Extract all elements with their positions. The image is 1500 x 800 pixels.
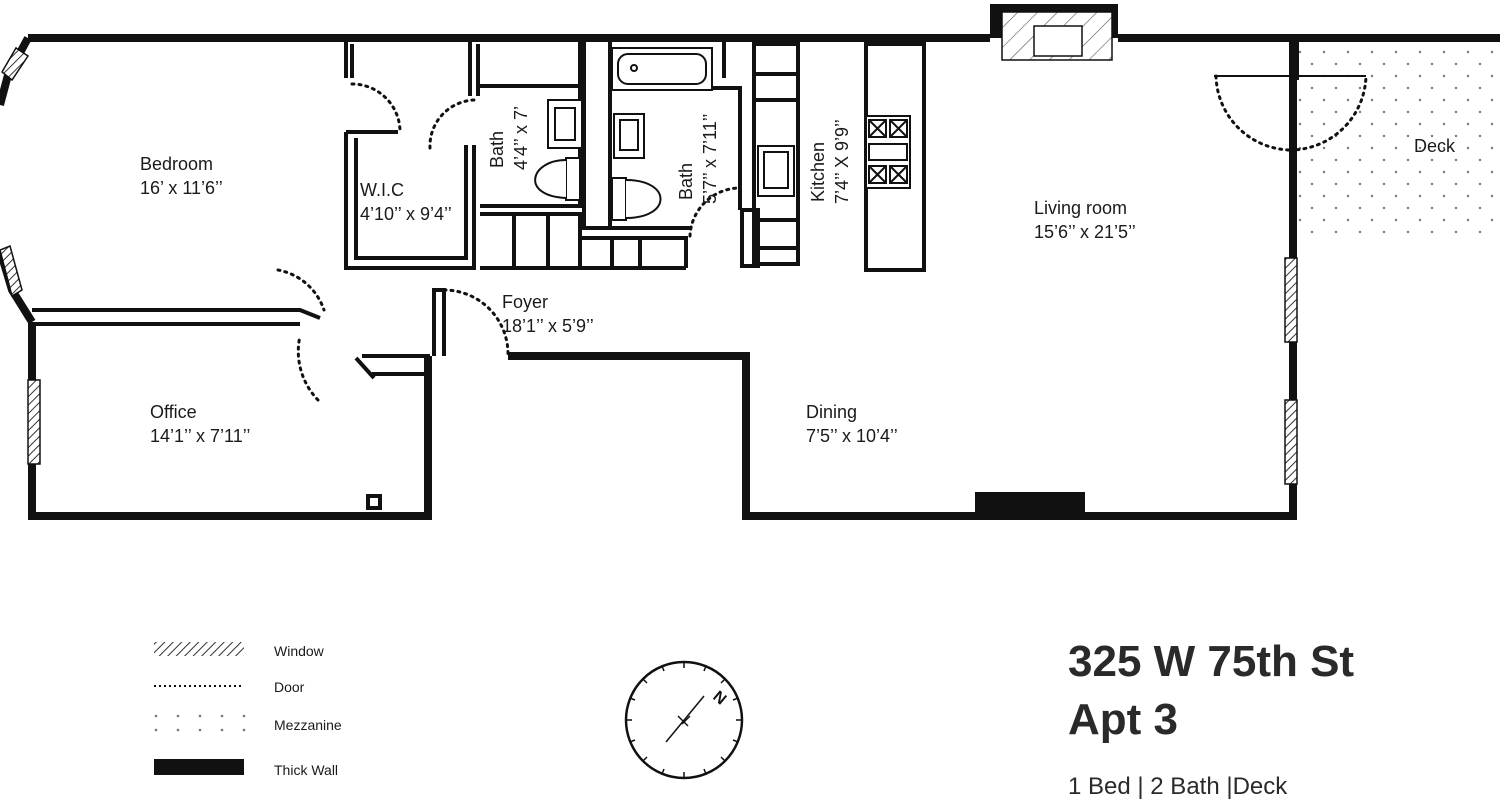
legend-thick-wall-swatch [154,759,244,775]
legend-mezzanine-swatch [154,714,246,732]
address-line-2: Apt 3 [1068,695,1178,744]
legend-window-swatch [154,642,244,656]
bath1-size: 4’4’’ x 7’ [511,106,531,170]
foyer-size: 18’1’’ x 5’9’’ [502,316,594,336]
wic-size: 4’10’’ x 9’4’’ [360,204,452,224]
legend-mezzanine-label: Mezzanine [274,717,342,733]
deck-area [1295,40,1500,240]
bath1-name: Bath [487,131,507,168]
foyer-name: Foyer [502,292,548,312]
office-size: 14’1’’ x 7’11’’ [150,426,250,446]
office-name: Office [150,402,197,422]
doors [276,74,1368,402]
windows [0,46,1298,485]
legend: Window Door Mezzanine Thick Wall [154,642,342,778]
bedroom-size: 16’ x 11’6’’ [140,178,223,198]
dining-name: Dining [806,402,857,422]
wic-name: W.I.C [360,180,404,200]
kitchen-size: 7’4’’ X 9’9’’ [832,119,852,204]
legend-window-label: Window [274,643,325,659]
living-room-name: Living room [1034,198,1127,218]
bath2-size: 5’7’’ x 7’11’’ [700,114,720,204]
unit-summary: 1 Bed | 2 Bath |Deck [1068,773,1288,800]
living-room-size: 15’6’’ x 21’5’’ [1034,222,1136,242]
fireplace [990,4,1118,61]
dining-size: 7’5’’ x 10’4’’ [806,426,898,446]
compass-icon: N [624,660,744,780]
kitchen-name: Kitchen [808,142,828,202]
bath2-name: Bath [676,163,696,200]
legend-door-label: Door [274,679,305,695]
deck-name: Deck [1414,136,1456,156]
legend-thick-wall-label: Thick Wall [274,762,338,778]
bath-fixtures [534,47,713,221]
address-line-1: 325 W 75th St [1068,637,1354,686]
thick-wall-segment [975,492,1085,518]
bedroom-name: Bedroom [140,154,213,174]
kitchen-fixtures [757,115,911,197]
